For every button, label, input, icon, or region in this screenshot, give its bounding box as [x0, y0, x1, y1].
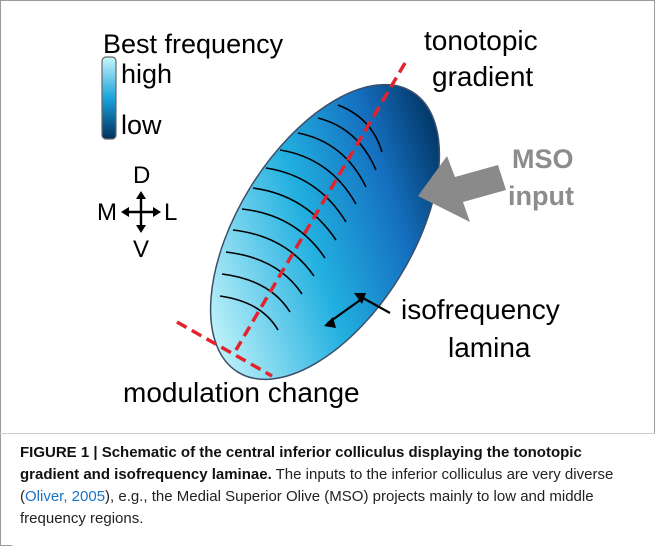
lamina-line: [225, 251, 303, 295]
lamina-line: [232, 229, 315, 277]
lamina-line: [279, 149, 357, 205]
compass-dorsal: D: [133, 162, 151, 189]
mso-input-arrow: [418, 156, 506, 222]
compass-lateral: L: [164, 199, 178, 226]
caption-citation-link[interactable]: Oliver, 2005: [25, 488, 106, 505]
caption-separator: [0, 433, 655, 434]
input-label: input: [508, 181, 574, 211]
legend-title: Best frequency: [103, 29, 284, 59]
caption-text-after: ), e.g., the Medial Superior Olive (MSO)…: [20, 488, 594, 527]
caption-figure-title: FIGURE 1 | Schematic of the central infe…: [20, 444, 582, 483]
legend-high-label: high: [121, 59, 173, 89]
lamina-line: [265, 167, 347, 223]
lamina-line: [317, 117, 377, 171]
modulation-change-line: [176, 320, 273, 378]
lamina-arrowhead-lower: [324, 317, 336, 328]
isofrequency-label: isofrequency: [401, 294, 560, 325]
frequency-legend-bar: [101, 56, 117, 140]
compass-arrows: [121, 191, 161, 233]
figure-schematic: [101, 56, 506, 381]
tonotopic-gradient-line: [234, 62, 407, 351]
isofrequency-laminae: [219, 104, 383, 331]
lamina-line: [297, 132, 367, 188]
lamina-arrowhead-upper: [354, 293, 366, 304]
figure-caption: FIGURE 1 | Schematic of the central infe…: [20, 442, 640, 530]
caption-text-before: The inputs to the inferior colliculus ar…: [20, 466, 614, 505]
tonotopic-label: tonotopic: [424, 25, 538, 56]
compass-medial: M: [97, 199, 117, 226]
modulation-change-label: modulation change: [123, 377, 360, 408]
legend-low-label: low: [121, 110, 162, 140]
lamina-line: [252, 187, 337, 241]
lamina-line: [337, 104, 383, 153]
lamina-line: [221, 273, 291, 313]
frame-top: [0, 0, 655, 1]
gradient-label: gradient: [432, 61, 534, 92]
frame-left: [0, 0, 1, 546]
lamina-line: [241, 208, 326, 259]
compass-ventral: V: [133, 236, 150, 263]
lamina-label: lamina: [448, 332, 531, 363]
mso-label: MSO: [512, 144, 574, 174]
lamina-line: [219, 295, 279, 331]
inferior-colliculus-shape: [209, 83, 441, 381]
